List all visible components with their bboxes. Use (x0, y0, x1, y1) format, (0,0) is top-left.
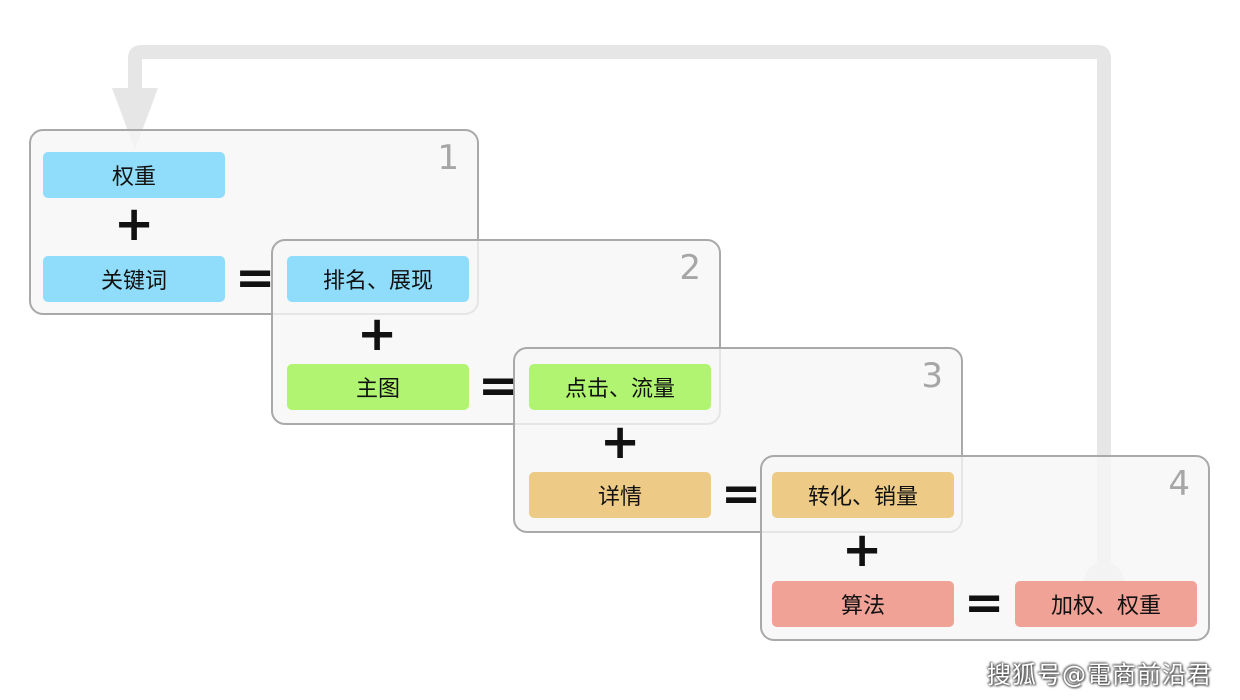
stage-number: 4 (1168, 464, 1190, 504)
stage-number: 2 (679, 248, 701, 288)
stage-number: 1 (437, 138, 459, 178)
stage2-input-box: 排名、展现 (287, 256, 469, 302)
equals-sign: = (235, 250, 276, 306)
watermark: 搜狐号@電商前沿君 (987, 661, 1212, 689)
stage2-factor-box: 主图 (287, 364, 469, 410)
plus-sign: + (357, 306, 398, 362)
stage3-factor-box: 详情 (529, 472, 711, 518)
plus-sign: + (842, 522, 883, 578)
stage1-factor-box: 关键词 (43, 256, 225, 302)
stage-number: 3 (921, 356, 943, 396)
stage4-input-box: 转化、销量 (772, 472, 954, 518)
stage3-input-box: 点击、流量 (529, 364, 711, 410)
stage4-factor-box: 算法 (772, 581, 954, 627)
equals-sign: = (721, 466, 762, 522)
stage1-input-box: 权重 (43, 152, 225, 198)
stage4-result-box: 加权、权重 (1015, 581, 1197, 627)
plus-sign: + (114, 196, 155, 252)
equals-sign: = (478, 358, 519, 414)
equals-sign: = (964, 575, 1005, 631)
plus-sign: + (600, 414, 641, 470)
